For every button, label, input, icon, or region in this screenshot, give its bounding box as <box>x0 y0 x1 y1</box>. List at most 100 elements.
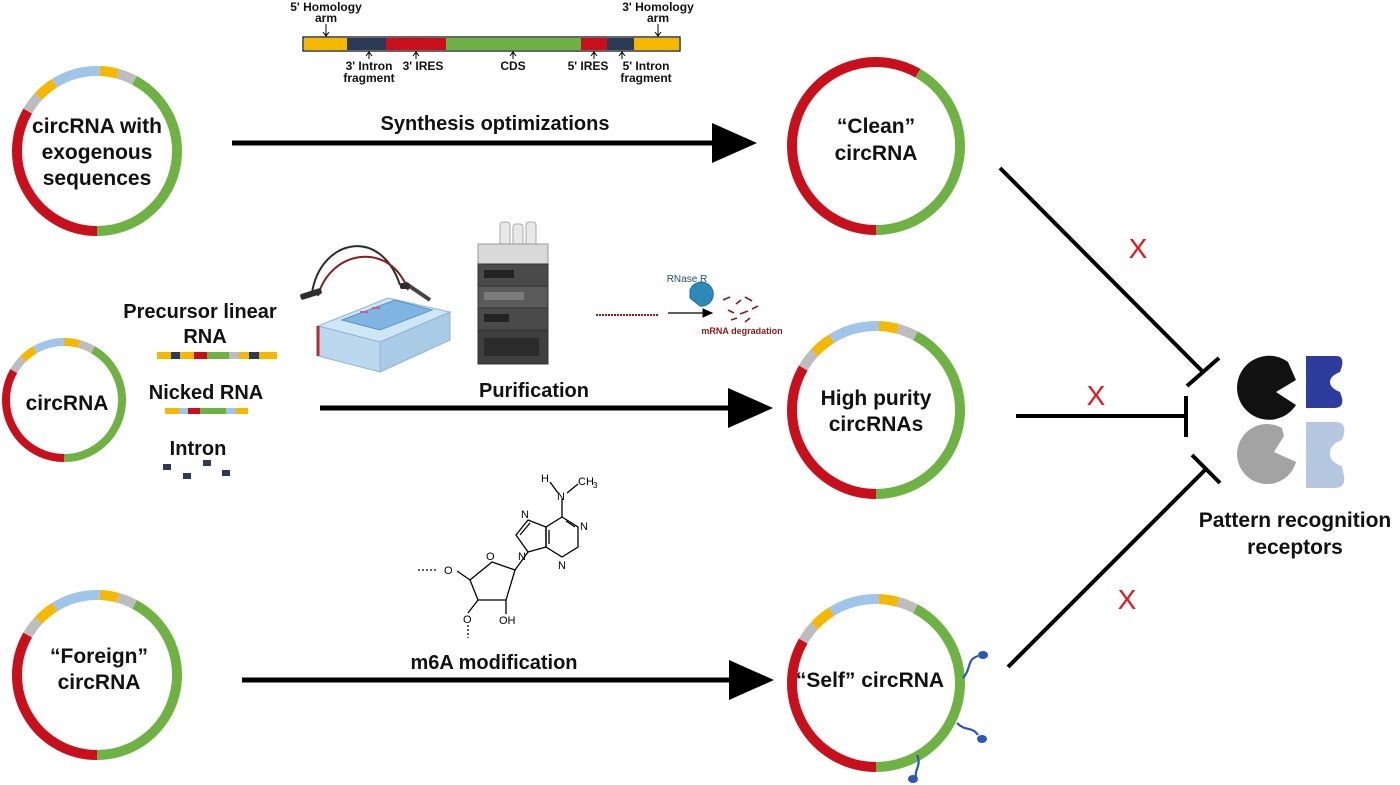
intron3-segment <box>347 38 386 50</box>
rnase-r-panel: RNase R mRNA degradation <box>596 274 783 336</box>
clean-label-line1: “Clean” <box>837 115 915 138</box>
ring-circrna-segment-red <box>2 369 65 462</box>
ring-exogenous-segment-green <box>96 75 182 236</box>
homology5-label-line1: 5' Homology <box>290 0 362 14</box>
ring-self-segment-gray <box>896 597 918 614</box>
atom-ch3: CH <box>578 476 594 488</box>
m6a-mark-3-head <box>908 775 918 783</box>
ring-circrna-segment-yellow <box>20 346 38 362</box>
circrna-ring-exogenous <box>12 66 182 236</box>
foreign-label-line2: circRNA <box>58 671 141 694</box>
ring-foreign-segment-red <box>12 632 98 760</box>
ring-exogenous-segment-yellow <box>99 66 119 79</box>
self-label: “Self” circRNA <box>796 669 944 692</box>
inhibition-line-top <box>998 166 1205 374</box>
intron-label: Intron <box>170 438 227 460</box>
receptors-label-line1: Pattern recognition <box>1199 509 1392 532</box>
ring-exogenous-segment-gray <box>23 93 43 114</box>
foreign-label-line1: “Foreign” <box>50 645 148 668</box>
ring-circrna-segment-light_blue <box>33 338 65 354</box>
ring-purity-segment-gray <box>896 324 918 341</box>
mrna-degradation-label: mRNA degradation <box>701 326 782 336</box>
ring-foreign-segment-yellow <box>34 602 58 624</box>
construct-diagram: 5' Homology arm 3' Homology arm 3' Intro… <box>290 0 694 85</box>
ring-exogenous-segment-yellow <box>34 78 58 100</box>
degraded-fragments <box>722 296 759 323</box>
intron-fragments <box>163 460 230 479</box>
ring-self-segment-yellow <box>878 594 900 607</box>
intron3-label-line1: 3' Intron <box>346 59 393 73</box>
m6a-marks <box>908 651 988 783</box>
ring-foreign-segment-green <box>96 599 182 760</box>
ring-self-segment-red <box>787 638 877 772</box>
ring-purity-segment-yellow <box>810 334 835 357</box>
precursor-linear-rna-strip <box>157 352 277 359</box>
m6a-molecule <box>418 481 579 638</box>
homology3-label-line2: arm <box>647 11 669 25</box>
ring-clean-segment-red <box>787 57 921 235</box>
inhibition-lines <box>998 166 1222 669</box>
ring-exogenous-segment-red <box>12 108 98 236</box>
atom-n3: N <box>558 560 566 572</box>
ring-purity-segment-light_blue <box>828 321 880 344</box>
ires3-label: 3' IRES <box>403 59 444 73</box>
ires3-segment <box>386 38 446 50</box>
ring-self-segment-light_blue <box>828 594 880 617</box>
m6a-mark-1-head <box>978 651 988 659</box>
ring-self-segment-green <box>875 604 965 772</box>
ring-exogenous-segment-light_blue <box>51 66 100 88</box>
atom-h: H <box>541 473 549 485</box>
receptor-navy-icon <box>1306 356 1343 408</box>
receptor-light-blue-icon <box>1306 422 1345 488</box>
inhibition-x-top: X <box>1129 233 1148 264</box>
exogenous-label-line2: exogenous <box>42 141 153 164</box>
intron3-label-line2: fragment <box>343 71 394 85</box>
m6a-mark-3 <box>914 754 920 778</box>
inhibition-line-bottom <box>1006 467 1208 669</box>
hplc-instrument-icon <box>477 221 549 365</box>
receptor-icons <box>1237 355 1345 488</box>
cds-segment <box>446 38 581 50</box>
m6a-mark-1 <box>962 654 979 679</box>
ires5-segment <box>581 38 607 50</box>
construct-outline <box>302 36 681 52</box>
ring-circrna-segment-yellow <box>63 338 81 348</box>
inhibition-x-bottom: X <box>1118 584 1137 615</box>
inhibition-x-middle: X <box>1087 380 1106 411</box>
ring-foreign-segment-yellow <box>99 590 119 603</box>
atom-n9: N <box>518 551 526 563</box>
ring-self-segment-gray <box>798 622 819 644</box>
ring-circrna-segment-green <box>63 346 126 462</box>
ring-purity-segment-gray <box>798 349 819 371</box>
homology3-label-line1: 3' Homology <box>622 0 694 14</box>
m6a-mark-2 <box>956 722 979 736</box>
ring-exogenous-segment-gray <box>116 68 137 85</box>
m6a-mark-2-head <box>977 735 987 743</box>
rnase-r-label: RNase R <box>667 274 708 285</box>
high-purity-label-line2: circRNAs <box>829 413 924 436</box>
homology5-segment <box>304 38 347 50</box>
high-purity-label-line1: High purity <box>821 387 932 410</box>
circrna-ring-high-purity <box>787 321 965 499</box>
atom-o5: O <box>444 565 453 577</box>
circrna-ring-clean <box>787 57 965 235</box>
atom-oh: OH <box>499 615 516 627</box>
homology5-label-line2: arm <box>315 11 337 25</box>
construct-pointers <box>322 24 662 59</box>
receptor-gray-icon <box>1237 424 1296 485</box>
pacman-enzyme-icon <box>689 281 714 307</box>
atom-n1: N <box>580 521 588 533</box>
gel-electrophoresis-icon <box>300 245 452 373</box>
ring-clean-segment-green <box>875 68 965 235</box>
ring-circrna-segment-gray <box>10 356 26 374</box>
nicked-rna-strip <box>165 408 248 414</box>
circrna-label: circRNA <box>26 392 109 415</box>
intron5-label-line2: fragment <box>620 71 671 85</box>
intron5-segment <box>607 38 634 50</box>
clean-label-line2: circRNA <box>835 142 918 165</box>
precursor-label-line1: Precursor linear <box>123 301 277 323</box>
ires5-label: 5' IRES <box>568 59 609 73</box>
receptors-label-line2: receptors <box>1247 536 1343 559</box>
receptor-black-icon <box>1237 355 1296 420</box>
